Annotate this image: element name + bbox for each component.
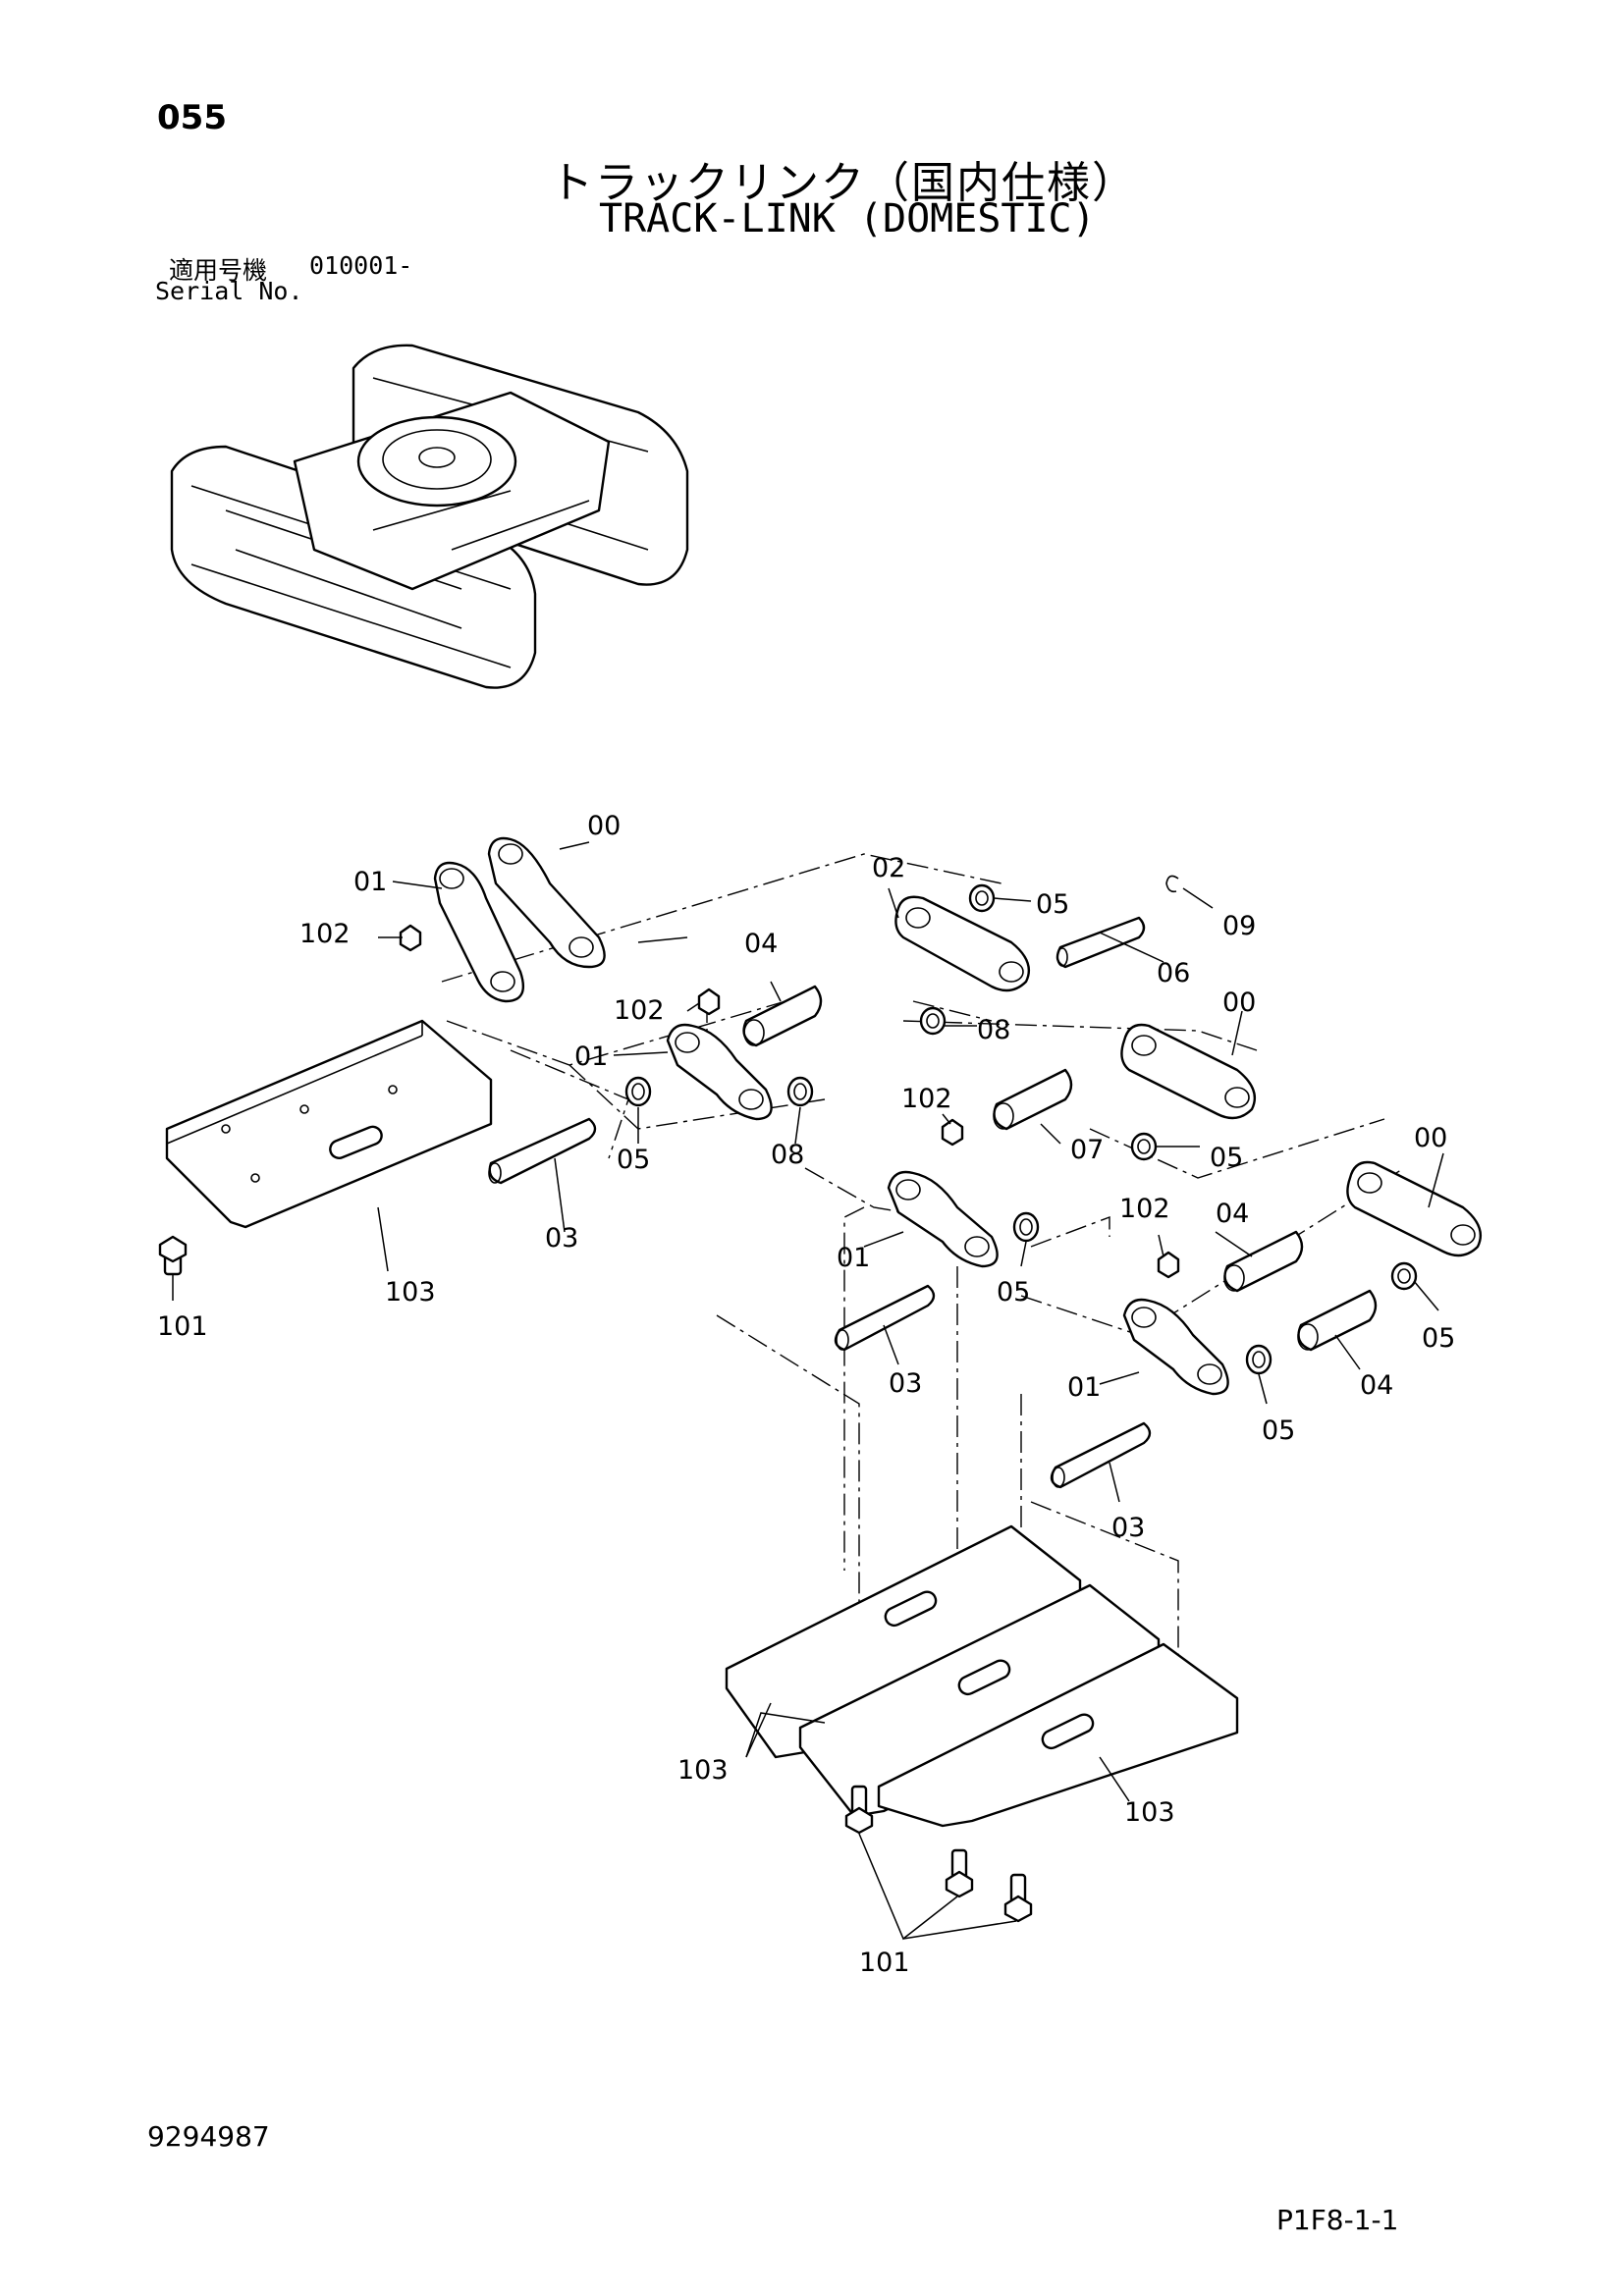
link-group-4 <box>941 1023 1257 1161</box>
drawing-number: 9294987 <box>147 2120 270 2153</box>
link-group-5 <box>834 1170 1040 1352</box>
callout-05-a: 05 <box>1036 889 1069 920</box>
link-group-2 <box>666 985 823 1121</box>
callout-00-c: 00 <box>1414 1123 1447 1153</box>
callout-03-b: 03 <box>889 1368 922 1399</box>
callout-103-c: 103 <box>1124 1797 1175 1828</box>
callout-03-c: 03 <box>1111 1513 1145 1543</box>
page-title-japanese: トラックリンク（国内仕様） <box>550 158 1137 208</box>
callout-00-a: 00 <box>587 811 621 841</box>
callout-07: 07 <box>1070 1135 1104 1165</box>
callout-05-c: 05 <box>617 1145 650 1175</box>
callout-04-c: 04 <box>1360 1370 1393 1401</box>
link-group-1 <box>158 836 652 1276</box>
callout-05-e: 05 <box>1422 1323 1455 1354</box>
callout-103-b: 103 <box>677 1755 729 1786</box>
callout-06: 06 <box>1157 958 1190 988</box>
callout-102-b: 102 <box>614 995 665 1026</box>
callout-09: 09 <box>1222 911 1256 941</box>
link-group-3 <box>894 875 1179 1036</box>
leader-lines <box>172 841 1444 1941</box>
page-code: P1F8-1-1 <box>1276 2204 1399 2236</box>
callout-01-b: 01 <box>574 1041 608 1072</box>
page-number: 055 <box>157 98 227 137</box>
callout-02: 02 <box>872 853 905 883</box>
serial-number-value: 010001- <box>309 251 413 280</box>
callout-05-b: 05 <box>1210 1143 1243 1173</box>
callout-102-a: 102 <box>299 919 351 949</box>
callout-03-a: 03 <box>545 1223 578 1254</box>
callout-101-b: 101 <box>859 1948 910 1978</box>
callout-101-a: 101 <box>157 1311 208 1342</box>
link-group-6 <box>1050 1160 1483 1489</box>
callout-01-d: 01 <box>1067 1372 1101 1403</box>
callout-08-b: 08 <box>771 1140 804 1170</box>
undercarriage-illustration <box>170 344 689 689</box>
shoe-assembly <box>725 1524 1239 1923</box>
callout-labels: 00 01 102 02 05 09 04 06 08 00 102 01 10… <box>157 811 1455 1978</box>
callout-04-a: 04 <box>744 929 778 959</box>
serial-label-japanese: 適用号機 <box>169 256 268 285</box>
page-title-english: TRACK-LINK (DOMESTIC) <box>599 196 1096 241</box>
callout-102-c: 102 <box>901 1084 952 1114</box>
serial-label-english: Serial No. <box>155 277 303 305</box>
callout-01-c: 01 <box>837 1243 870 1273</box>
callout-05-f: 05 <box>1262 1415 1295 1446</box>
callout-04-b: 04 <box>1216 1199 1249 1229</box>
callout-08-a: 08 <box>977 1015 1010 1045</box>
callout-103-a: 103 <box>385 1277 436 1308</box>
callout-01-a: 01 <box>353 867 387 897</box>
callout-05-d: 05 <box>997 1277 1030 1308</box>
callout-102-d: 102 <box>1119 1194 1170 1224</box>
callout-00-b: 00 <box>1222 988 1256 1018</box>
